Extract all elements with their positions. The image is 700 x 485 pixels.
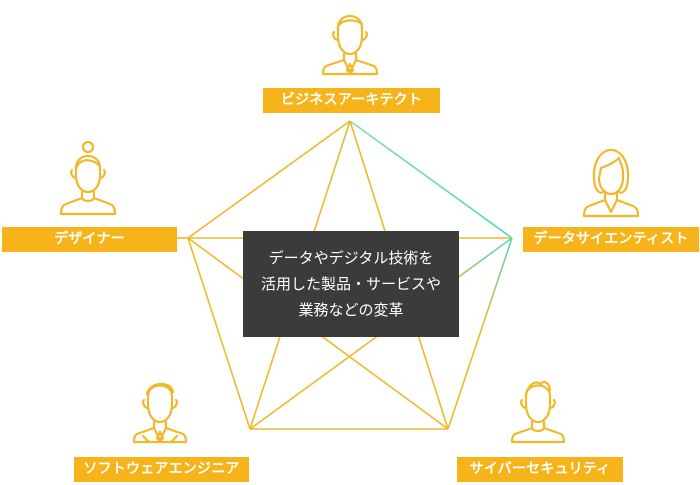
edge-bottomleft-left <box>187 237 251 430</box>
label-software-engineer: ソフトウェアエンジニア <box>74 457 249 482</box>
label-business-architect: ビジネスアーキテクト <box>263 88 440 113</box>
center-text-line-2: 活用した製品・サービスや <box>260 275 441 293</box>
label-data-scientist: データサイエンティスト <box>523 227 699 252</box>
center-text-box: データやデジタル技術を 活用した製品・サービスや 業務などの変革 <box>243 231 459 337</box>
businessman-icon <box>321 14 379 76</box>
label-cyber-security: サイバーセキュリティ <box>457 457 623 482</box>
label-designer: デザイナー <box>2 227 177 252</box>
center-text-line-1: データやデジタル技術を <box>268 249 434 267</box>
edge-top-right <box>349 120 513 239</box>
woman-bun-icon <box>59 140 117 216</box>
person-icon <box>510 380 566 444</box>
engineer-icon <box>132 382 188 444</box>
edge-left-top <box>187 120 351 239</box>
businesswoman-icon <box>582 148 640 218</box>
center-text-line-3: 業務などの変革 <box>298 301 404 319</box>
edge-right-bottomright <box>447 237 513 430</box>
